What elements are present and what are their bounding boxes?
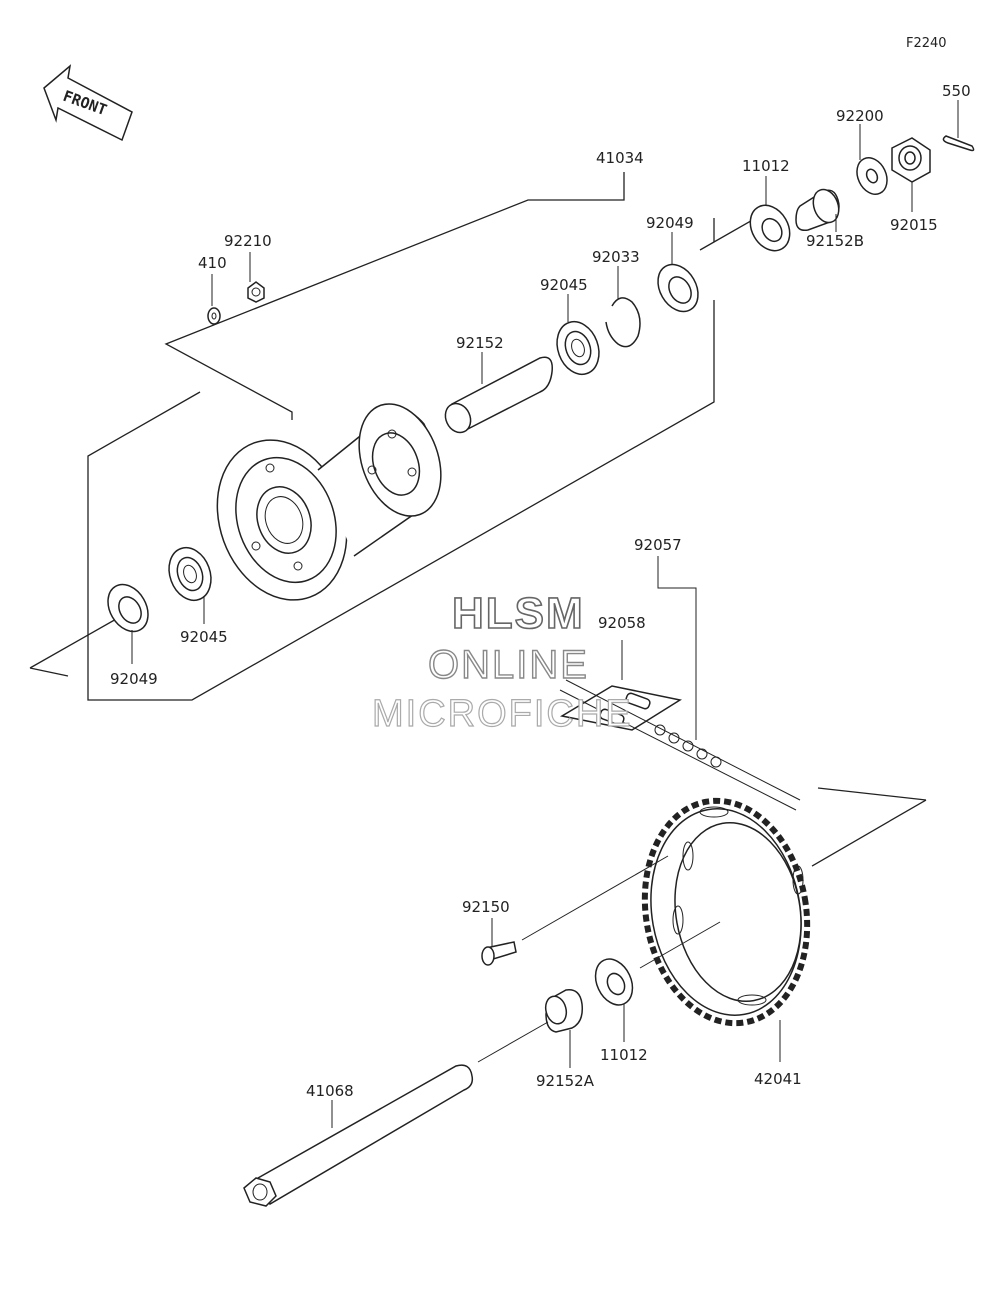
label-410: 410 <box>198 254 227 272</box>
label-11012-bottom: 11012 <box>600 1046 648 1064</box>
label-92033: 92033 <box>592 248 640 266</box>
bearing-92045-top <box>556 294 600 376</box>
label-41068: 41068 <box>306 1082 354 1100</box>
label-92210: 92210 <box>224 232 272 250</box>
watermark-line2: ONLINE <box>428 643 589 687</box>
seal-92049-top <box>657 232 699 313</box>
cotter-pin-550 <box>942 100 975 152</box>
part-labels: 550 92200 92015 11012 92152B 41034 92049… <box>110 82 971 1100</box>
seal-92049-bottom <box>107 583 149 664</box>
watermark-line3: MICROFICHE <box>372 693 633 735</box>
label-92200: 92200 <box>836 107 884 125</box>
watermark: HLSM ONLINE MICROFICHE <box>371 588 633 735</box>
chain-92057 <box>559 556 801 811</box>
label-92058: 92058 <box>598 614 646 632</box>
label-92152A: 92152A <box>536 1072 595 1090</box>
label-41034: 41034 <box>596 149 644 167</box>
bearing-92045-bottom <box>168 546 212 624</box>
label-92057: 92057 <box>634 536 682 554</box>
label-550: 550 <box>942 82 971 100</box>
label-92150: 92150 <box>462 898 510 916</box>
label-92049-bottom: 92049 <box>110 670 158 688</box>
collar-92152B <box>795 188 840 232</box>
label-11012-top: 11012 <box>742 157 790 175</box>
washer-410 <box>207 274 221 325</box>
label-92015: 92015 <box>890 216 938 234</box>
watermark-line1: HLSM <box>452 589 585 638</box>
collar-92152A <box>544 989 584 1068</box>
label-92152B: 92152B <box>806 232 864 250</box>
diagram-code: F2240 <box>906 36 947 51</box>
bolt-92150 <box>481 855 669 966</box>
label-42041: 42041 <box>754 1070 802 1088</box>
assembly-frame-lines <box>29 172 927 867</box>
front-arrow-icon: FRONT <box>43 64 133 142</box>
circlip-92033 <box>605 266 641 348</box>
washer-92200 <box>856 124 888 195</box>
label-92045-top: 92045 <box>540 276 588 294</box>
label-92045-bottom: 92045 <box>180 628 228 646</box>
sprocket-42041 <box>641 797 811 1062</box>
axle-41068 <box>243 1021 549 1207</box>
seal-11012-top <box>749 176 791 252</box>
rear-hub-41034 <box>216 403 442 601</box>
nut-92015 <box>891 137 931 212</box>
label-92049-top: 92049 <box>646 214 694 232</box>
seal-11012-bottom <box>594 921 721 1042</box>
spacer-92152 <box>444 352 553 434</box>
label-92152: 92152 <box>456 334 504 352</box>
nut-92210 <box>247 252 265 303</box>
